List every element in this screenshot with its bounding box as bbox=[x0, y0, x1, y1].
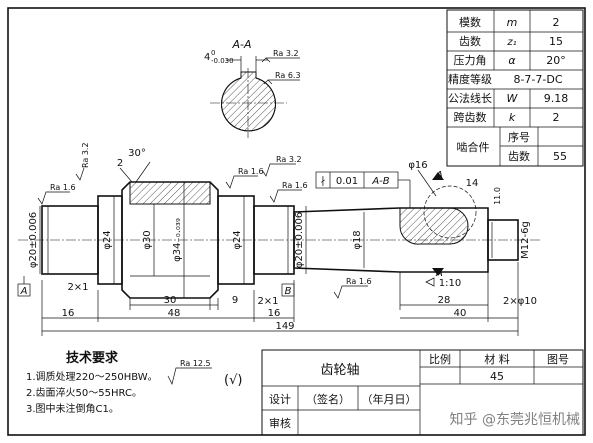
rough-16c: Ra 1.6 bbox=[282, 181, 308, 190]
param-value-span-teeth: 2 bbox=[553, 111, 560, 124]
watermark: 知乎 @东莞兆恒机械 bbox=[450, 411, 580, 428]
dim-len-14: 14 bbox=[466, 178, 479, 189]
param-label-mesh: 啮合件 bbox=[457, 140, 490, 154]
param-label-teeth: 齿数 bbox=[459, 35, 481, 48]
param-symbol-span: W bbox=[507, 92, 519, 105]
drawing-no-label: 图号 bbox=[547, 353, 569, 366]
dim-d24-right: φ24 bbox=[232, 230, 243, 249]
param-value-module: 2 bbox=[553, 16, 560, 29]
dim-len-30: 30 bbox=[164, 295, 177, 306]
tol-ref: A-B bbox=[371, 176, 389, 187]
dim-len-48: 48 bbox=[168, 308, 181, 319]
gear-parameter-table: 模数 m 2 齿数 z₁ 15 压力角 α 20° 精度等级 8-7-7-DC … bbox=[446, 9, 584, 167]
dim-taper: 1:10 bbox=[439, 278, 461, 289]
notes-title: 技术要求 bbox=[66, 350, 119, 366]
section-rough-side: Ra 6.3 bbox=[275, 71, 301, 80]
rough-general: Ra 12.5 bbox=[180, 359, 211, 368]
datum-a: A bbox=[20, 286, 28, 297]
dim-d30: φ30 bbox=[142, 230, 153, 249]
dim-len-9: 9 bbox=[232, 295, 238, 306]
rough-16b: Ra 1.6 bbox=[238, 167, 264, 176]
date-label: （年月日） bbox=[362, 392, 417, 406]
rough-32b: Ra 3.2 bbox=[276, 155, 302, 164]
dim-len-149: 149 bbox=[275, 321, 294, 332]
param-label-mesh-serial: 序号 bbox=[508, 130, 530, 144]
datum-b: B bbox=[285, 286, 292, 297]
param-value-teeth: 15 bbox=[549, 35, 563, 48]
dim-len-28: 28 bbox=[438, 295, 451, 306]
dim-d34: φ34₋₀.₀₃₉ bbox=[172, 218, 183, 262]
rough-16a: Ra 1.6 bbox=[50, 183, 76, 192]
section-view-a-a: A-A 4 0 -0.030 Ra 3.2 Ra 6.3 bbox=[204, 38, 301, 138]
tolerance-frame: ∤ 0.01 A-B bbox=[315, 171, 411, 208]
tol-symbol: ∤ bbox=[321, 176, 326, 187]
dim-len-11: 11.0 bbox=[493, 187, 502, 205]
param-label-accuracy: 精度等级 bbox=[448, 72, 492, 86]
roughness-marks: Ra 1.6 Ra 3.2 Ra 1.6 Ra 3.2 Ra 1.6 Ra 1.… bbox=[37, 142, 372, 299]
dim-angle-30: 30° bbox=[128, 148, 146, 159]
tol-value: 0.01 bbox=[336, 176, 358, 187]
dim-d20-left: φ20±0.006 bbox=[28, 212, 39, 268]
keyway-width: 4 bbox=[204, 52, 210, 63]
dim-chamfer-end: 2×φ10 bbox=[503, 296, 537, 307]
dim-len-16b: 16 bbox=[268, 308, 281, 319]
param-symbol-span-teeth: k bbox=[509, 111, 516, 124]
section-title: A-A bbox=[231, 38, 251, 51]
param-value-pressure-angle: 20° bbox=[546, 54, 566, 67]
param-symbol-pressure-angle: α bbox=[508, 54, 516, 67]
rough-check: (√) bbox=[224, 373, 242, 388]
dim-len-16a: 16 bbox=[62, 308, 75, 319]
part-name: 齿轮轴 bbox=[320, 363, 359, 378]
note-3: 3.图中未注倒角C1。 bbox=[26, 402, 119, 415]
dim-chamfer-left: 2×1 bbox=[67, 282, 88, 293]
param-value-accuracy: 8-7-7-DC bbox=[513, 73, 562, 86]
dim-d24-left: φ24 bbox=[102, 230, 113, 249]
dim-len-40: 40 bbox=[454, 308, 467, 319]
dim-d20-right: φ20±0.006 bbox=[294, 212, 305, 268]
section-rough-top: Ra 3.2 bbox=[273, 49, 299, 58]
param-label-mesh-teeth: 齿数 bbox=[508, 150, 530, 163]
param-label-module: 模数 bbox=[459, 16, 481, 29]
technical-notes: 技术要求 1.调质处理220～250HBW。 2.齿面淬火50～55HRC。 3… bbox=[26, 350, 242, 415]
design-label: 设计 bbox=[269, 393, 291, 406]
dim-chamfer-right: 2×1 bbox=[257, 296, 278, 307]
param-value-span: 9.18 bbox=[544, 92, 569, 105]
svg-text:-0.030: -0.030 bbox=[211, 57, 234, 65]
sign-label: （签名） bbox=[306, 392, 350, 406]
param-label-span: 公法线长 bbox=[448, 91, 492, 105]
dim-m12: M12-6g bbox=[520, 221, 531, 259]
note-2: 2.齿面淬火50～55HRC。 bbox=[26, 386, 142, 399]
material-value: 45 bbox=[490, 370, 504, 383]
dim-gear-2: 2 bbox=[117, 158, 123, 169]
param-label-span-teeth: 跨齿数 bbox=[454, 111, 487, 124]
dim-d16: φ16 bbox=[408, 160, 427, 171]
keyway-tol: 0 bbox=[211, 49, 215, 57]
note-1: 1.调质处理220～250HBW。 bbox=[26, 371, 158, 383]
shaft-main-view: φ20±0.006 φ24 φ30 φ34₋₀.₀₃₉ φ24 φ20±0.00… bbox=[17, 142, 540, 336]
rough-16d: Ra 1.6 bbox=[346, 277, 372, 286]
param-value-mesh-teeth: 55 bbox=[553, 150, 567, 163]
dim-d18: φ18 bbox=[352, 230, 363, 249]
review-label: 审核 bbox=[269, 416, 291, 430]
title-block: 齿轮轴 比例 材 料 图号 45 设计 （签名） （年月日） 审核 bbox=[261, 349, 584, 436]
param-symbol-teeth: z₁ bbox=[506, 37, 516, 48]
scale-label: 比例 bbox=[429, 352, 451, 366]
param-label-pressure-angle: 压力角 bbox=[454, 54, 487, 67]
rough-32a: Ra 3.2 bbox=[81, 142, 90, 168]
param-symbol-module: m bbox=[507, 16, 518, 29]
material-label: 材 料 bbox=[484, 352, 510, 366]
